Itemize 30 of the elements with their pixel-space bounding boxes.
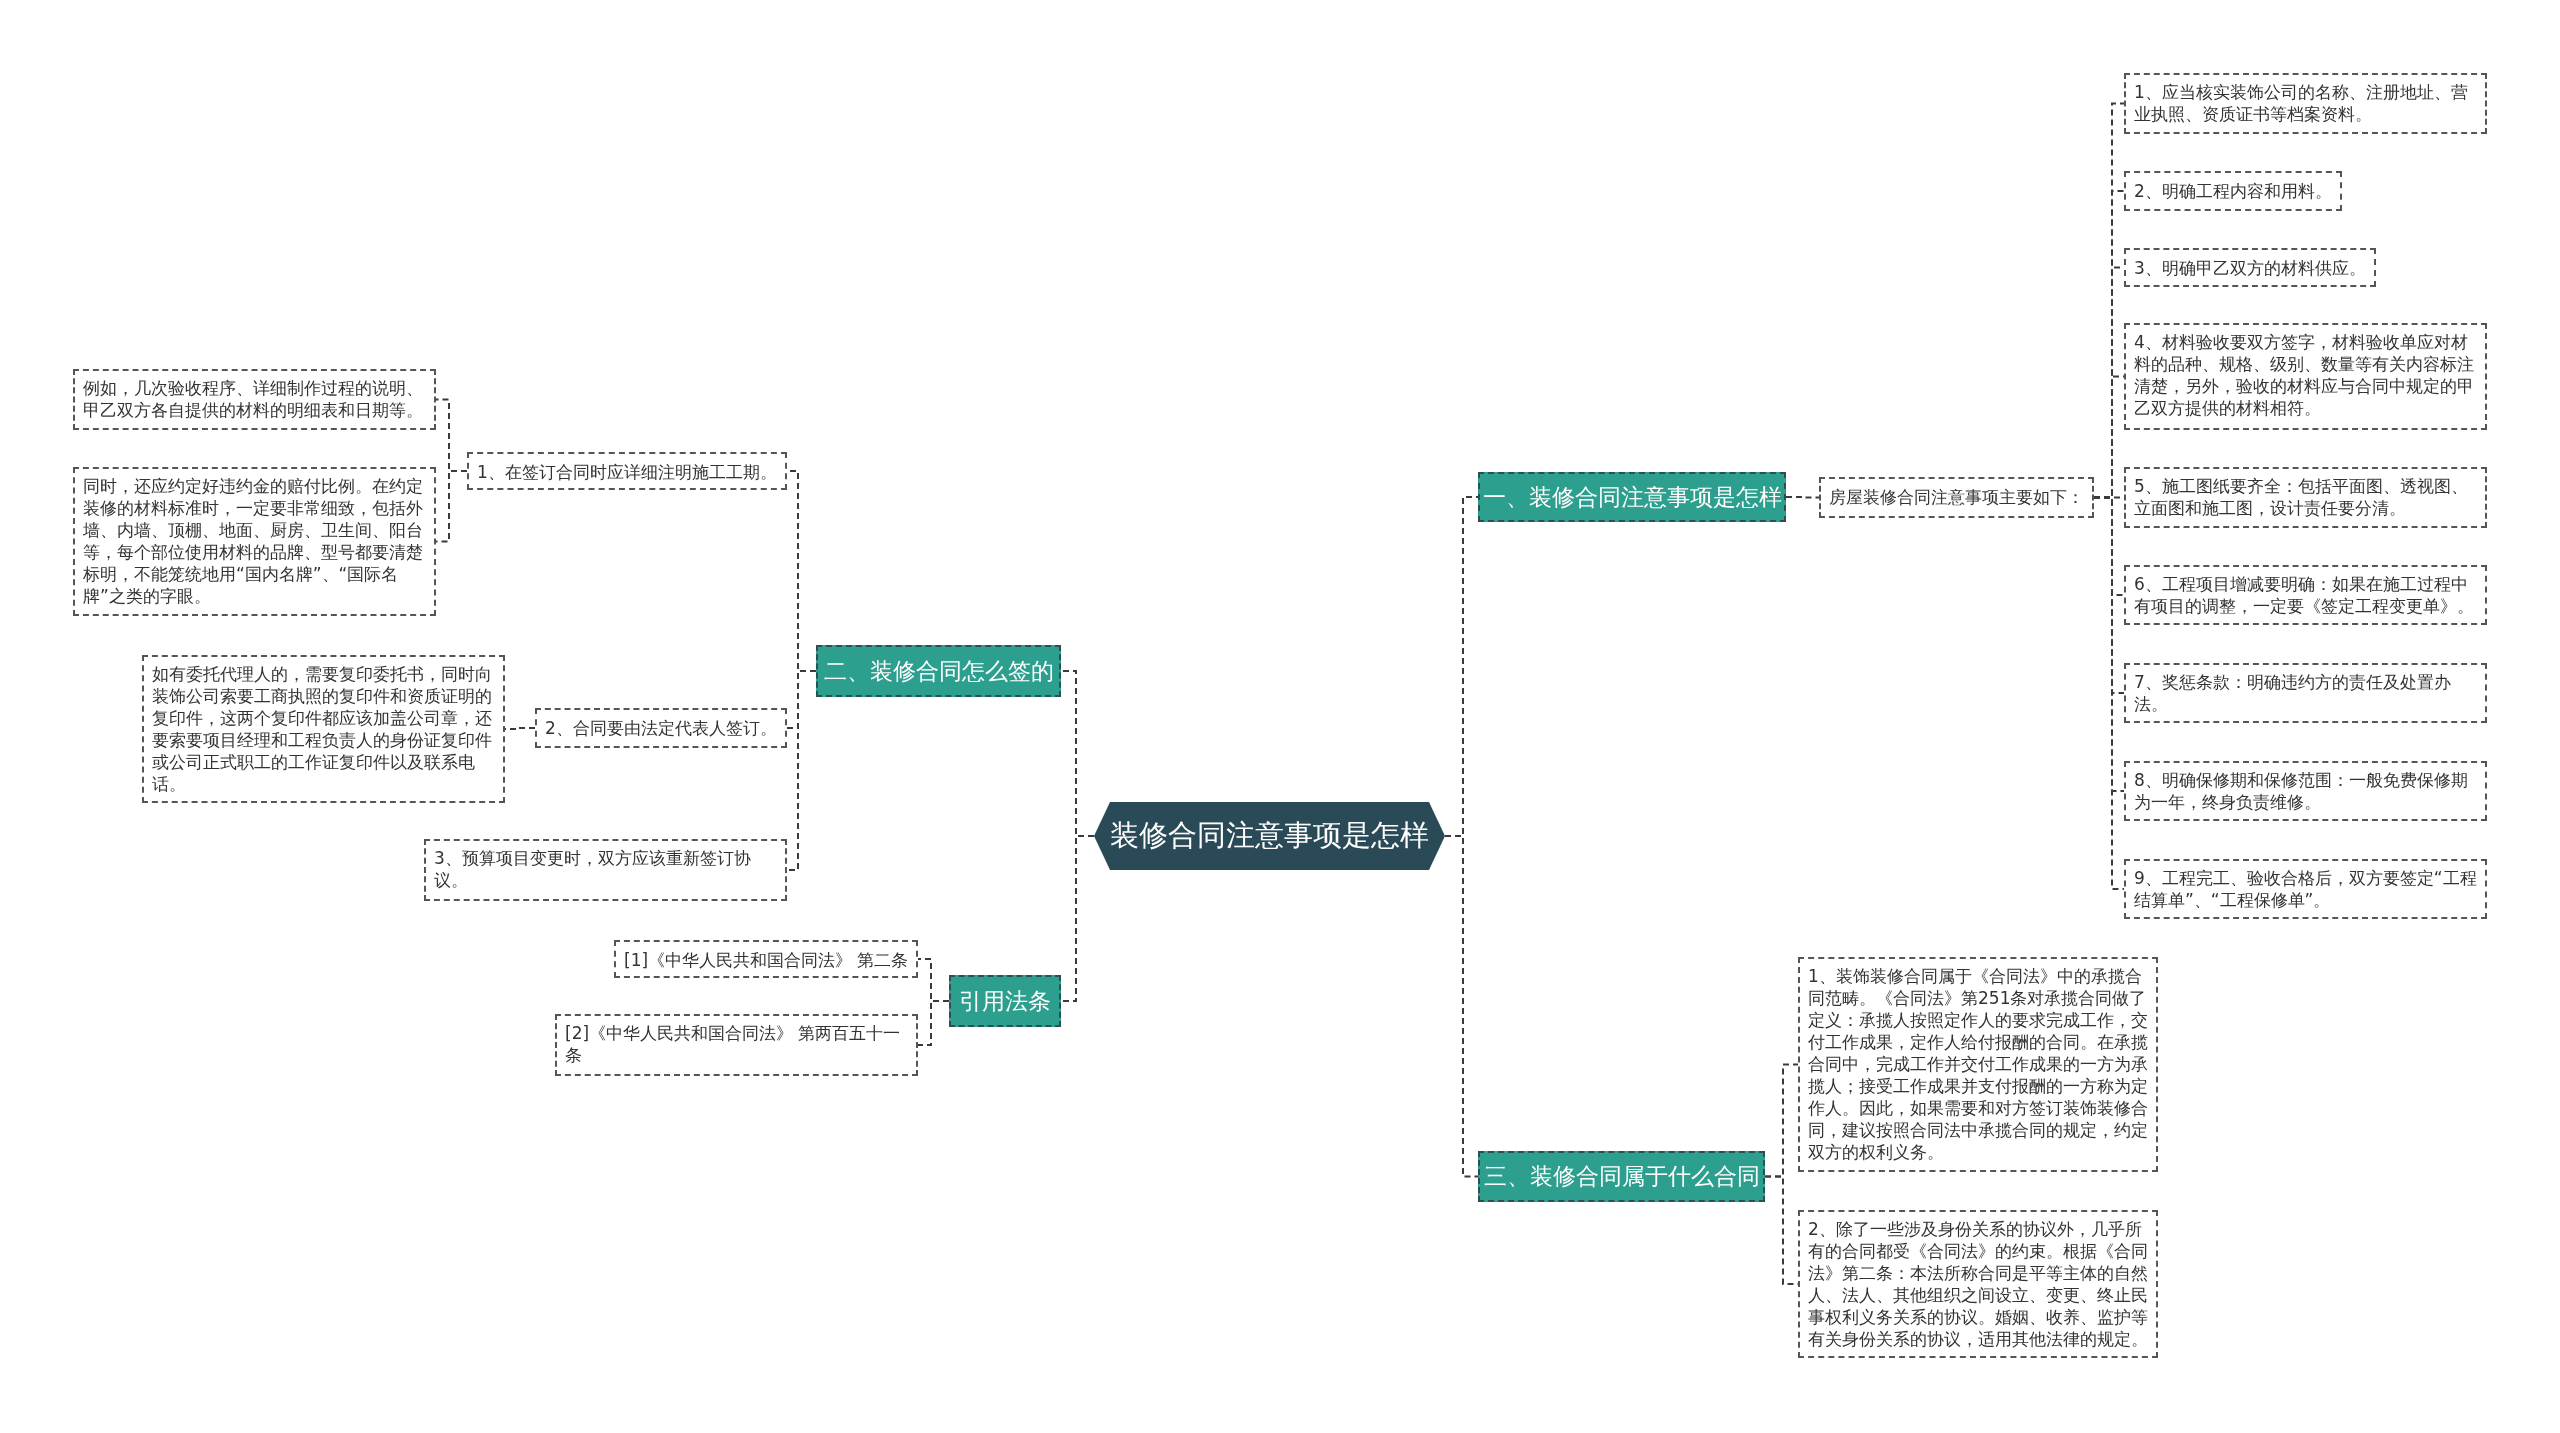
text-box: 3、明确甲乙双方的材料供应。	[2124, 248, 2376, 287]
text-box: 房屋装修合同注意事项主要如下：	[1819, 477, 2094, 518]
text-box: 7、奖惩条款：明确违约方的责任及处置办法。	[2124, 663, 2487, 723]
branch-topic: 一、装修合同注意事项是怎样	[1478, 472, 1786, 522]
text-box: 2、明确工程内容和用料。	[2124, 171, 2342, 211]
text-box: 1、应当核实装饰公司的名称、注册地址、营业执照、资质证书等档案资料。	[2124, 73, 2487, 134]
branch-topic: 引用法条	[949, 975, 1061, 1027]
text-box: 2、合同要由法定代表人签订。	[535, 708, 787, 748]
connector-line	[1444, 835, 1479, 1178]
branch-topic: 二、装修合同怎么签的	[816, 645, 1061, 697]
text-box: 同时，还应约定好违约金的赔付比例。在约定装修的材料标准时，一定要非常细致，包括外墙、内墙、顶棚、地面、厨房、卫生间、阳台等，每个部位使用材料的品牌、型号都要清楚标明，不能笼统地用“国内名牌”、“国际名牌”之类的字眼。	[73, 467, 436, 616]
central-topic: 装修合同注意事项是怎样	[1094, 802, 1445, 870]
text-box: 1、在签订合同时应详细注明施工工期。	[467, 452, 787, 490]
text-box: 4、材料验收要双方签字，材料验收单应对材料的品种、规格、级别、数量等有关内容标注清楚，另外，验收的材料应与合同中规定的甲乙双方提供的材料相符。	[2124, 323, 2487, 430]
text-box: 8、明确保修期和保修范围：一般免费保修期为一年，终身负责维修。	[2124, 761, 2487, 821]
text-box: 1、装饰装修合同属于《合同法》中的承揽合同范畴。《合同法》第251条对承揽合同做了定义：承揽人按照定作人的要求完成工作，交付工作成果，定作人给付报酬的合同。在承揽合同中，完成工作并交付工作成果的一方为承揽人；接受工作成果并支付报酬的一方称为定作人。因此，如果需要和对方签订装饰装修合同，建议按照合同法中承揽合同的规定，约定双方的权利义务。	[1798, 957, 2158, 1172]
text-box: 6、工程项目增减要明确：如果在施工过程中有项目的调整，一定要《签定工程变更单》。	[2124, 565, 2487, 625]
text-box: 2、除了一些涉及身份关系的协议外，几乎所有的合同都受《合同法》的约束。根据《合同法》第二条：本法所称合同是平等主体的自然人、法人、其他组织之间设立、变更、终止民事权利义务关系的协议。婚姻、收养、监护等有关身份关系的协议，适用其他法律的规定。	[1798, 1210, 2158, 1358]
text-box: [1]《中华人民共和国合同法》 第二条	[614, 940, 919, 978]
text-box: 5、施工图纸要齐全：包括平面图、透视图、立面图和施工图，设计责任要分清。	[2124, 467, 2487, 528]
text-box: 3、预算项目变更时，双方应该重新签订协议。	[424, 839, 787, 901]
text-box: [2]《中华人民共和国合同法》 第两百五十一条	[555, 1014, 918, 1076]
connector-line	[1785, 496, 1820, 499]
connector-line	[917, 1000, 950, 1046]
branch-topic: 三、装修合同属于什么合同	[1478, 1151, 1765, 1202]
connector-line	[1060, 835, 1095, 1002]
text-box: 如有委托代理人的，需要复印委托书，同时向装饰公司索要工商执照的复印件和资质证明的复印件，这两个复印件都应该加盖公司章，还要索要项目经理和工程负责人的身份证复印件或公司正式职工的工作证复印件以及联系电话。	[142, 655, 505, 803]
connector-line	[786, 670, 817, 871]
text-box: 9、工程完工、验收合格后，双方要签定“工程结算单”、“工程保修单”。	[2124, 859, 2487, 919]
text-box: 例如，几次验收程序、详细制作过程的说明、甲乙双方各自提供的材料的明细表和日期等。	[73, 369, 436, 430]
